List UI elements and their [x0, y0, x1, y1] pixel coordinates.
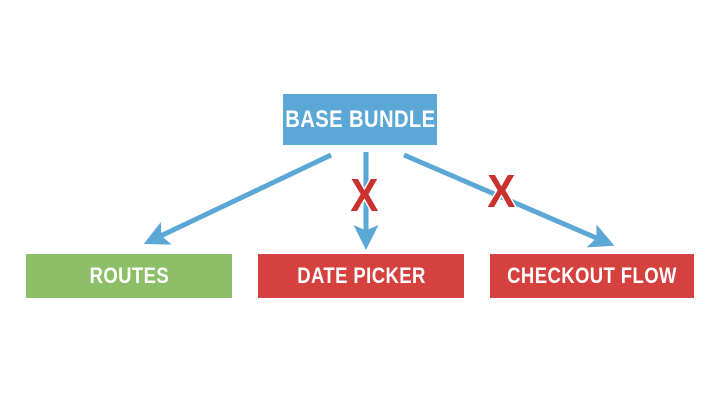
edge-base-bundle-to-checkout-flow [403, 152, 615, 248]
blocked-x-icon-checkout-flow: X [486, 165, 517, 217]
node-base-bundle[interactable]: BASE BUNDLE [283, 94, 437, 145]
node-checkout-flow-label: CHECKOUT FLOW [507, 263, 677, 288]
edge-base-bundle-to-routes [143, 152, 333, 245]
node-date-picker[interactable]: DATE PICKER [258, 254, 464, 298]
node-checkout-flow[interactable]: CHECKOUT FLOW [490, 254, 694, 298]
node-routes-label: ROUTES [89, 263, 169, 288]
node-base-bundle-label: BASE BUNDLE [284, 105, 436, 133]
node-date-picker-label: DATE PICKER [296, 263, 426, 288]
node-routes[interactable]: ROUTES [26, 254, 232, 298]
blocked-x-icon-date-picker: X [349, 169, 380, 221]
